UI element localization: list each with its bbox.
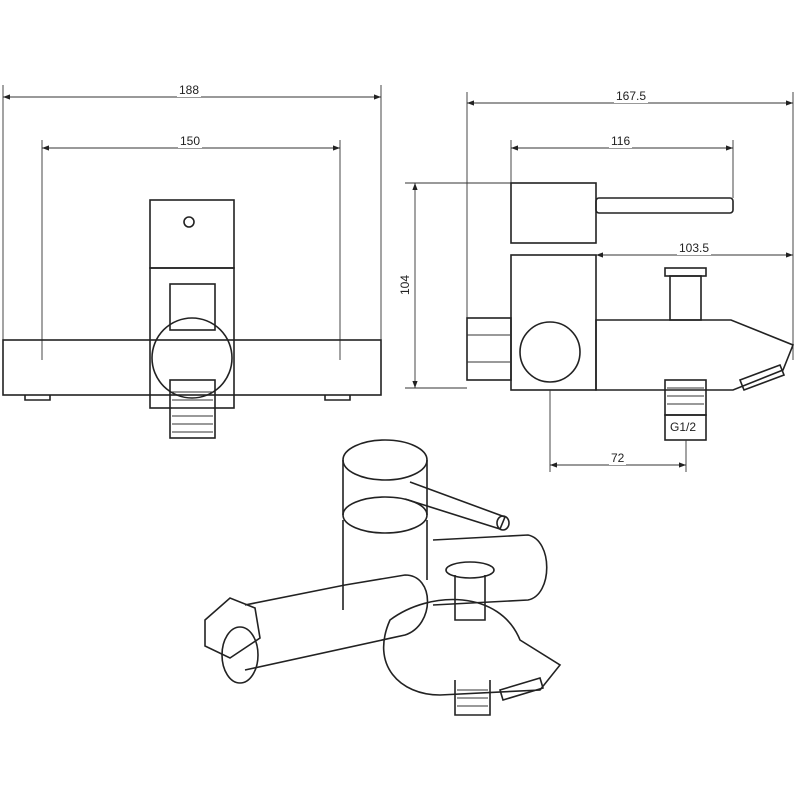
spout <box>595 319 795 391</box>
dimension-104: 104 <box>398 272 413 298</box>
dimension-116: 116 <box>609 134 633 148</box>
threaded-outlet <box>169 379 216 439</box>
inlet-pipe <box>2 339 382 396</box>
side-view <box>405 92 795 472</box>
dimension-150: 150 <box>178 134 203 148</box>
front-view <box>2 85 382 439</box>
diverter-knob <box>169 283 216 331</box>
dimension-167-5: 167.5 <box>614 89 649 103</box>
cartridge-housing <box>149 199 235 269</box>
dimension-72: 72 <box>609 451 627 465</box>
isometric-view <box>204 439 562 716</box>
dimension-103-5: 103.5 <box>677 241 712 255</box>
dimension-188: 188 <box>177 83 202 97</box>
thread-label: G1/2 <box>670 420 697 434</box>
